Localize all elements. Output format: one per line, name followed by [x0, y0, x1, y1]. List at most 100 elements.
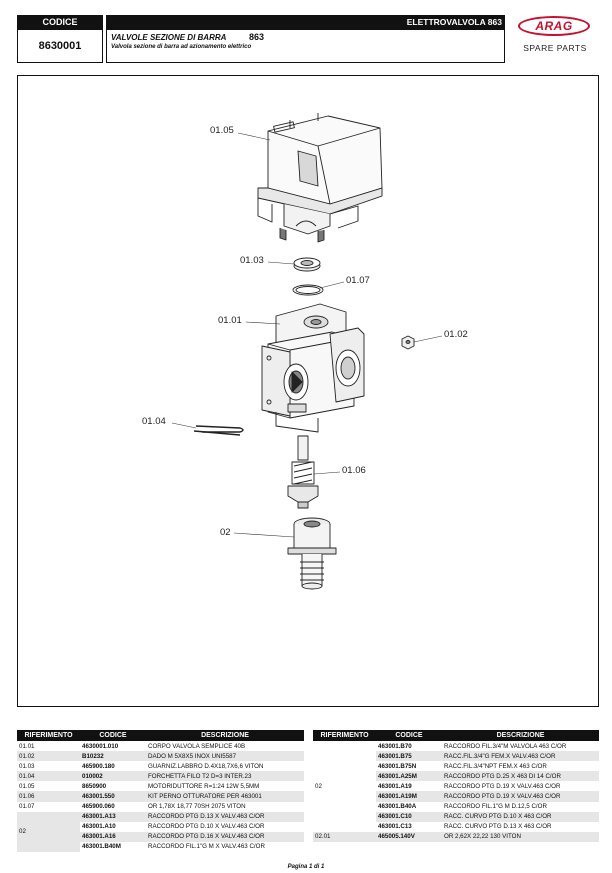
part-nut: [401, 335, 415, 350]
exploded-drawing: 01.05 01.03 01.07 01.01 01.02 01.04 01.0…: [17, 75, 599, 707]
parts-table-left: RIFERIMENTO CODICE DESCRIZIONE 01.01 463…: [17, 730, 304, 853]
table-row: 01.04 010002 FORCHETTA FILO T2 D=3 INTER…: [17, 771, 304, 782]
row-desc: CORPO VALVOLA SEMPLICE 40B: [148, 742, 246, 750]
row-code: 463001.B40A: [378, 803, 417, 811]
row-code: 463001.B75N: [378, 762, 417, 770]
page-footer: Pagina 1 di 1: [287, 864, 325, 870]
row-desc: RACC. CURVO PTG D.10 X 463 C/OR: [442, 811, 599, 822]
row-ref: 01.03: [19, 762, 35, 770]
table-row: 02 463001.A13 RACCORDO PTG D.13 X VALV.4…: [17, 811, 304, 853]
logo-oval: ARAG: [518, 16, 590, 36]
brand-name: ARAG: [535, 19, 573, 33]
table-row: 463001.B75N RACC.FIL.3/4"NPT FEM.X 463 C…: [313, 761, 599, 771]
row-ref: 01.02: [17, 751, 80, 762]
table-row: 463001.C10 RACC. CURVO PTG D.10 X 463 C/…: [313, 811, 599, 822]
callout-01-07: 01.07: [346, 275, 370, 286]
row-ref: 01.07: [19, 803, 35, 811]
part-motor-gearbox: [257, 113, 383, 243]
row-code: 463001.A19: [378, 782, 412, 790]
row-code: 463001.A10: [82, 823, 116, 831]
product-model: 863: [249, 32, 265, 42]
table-row: 01.03 465900.180 GUARNIZ.LABBRO D.4X18,7…: [17, 761, 304, 771]
row-code: 465005.140V: [376, 831, 442, 842]
row-code: 463001.B75: [376, 751, 442, 762]
row-ref: 01.04: [17, 771, 80, 782]
row-desc: RACC. CURVO PTG D.13 X 463 C/OR: [444, 823, 552, 831]
row-desc: RACCORDO PTG D.19 X VALV.463 C/OR: [442, 791, 599, 802]
col-code: CODICE: [80, 730, 146, 741]
table-row: 01.07 465900.060 OR 1,78X 18,77 70SH 207…: [17, 802, 304, 812]
row-desc: RACC.FIL.3/4"G FEM.X VALV.463 C/OR: [442, 751, 599, 762]
title-box: VALVOLE SEZIONE DI BARRA 863 Valvola sez…: [106, 29, 505, 63]
row-desc: FORCHETTA FILO T2 D=3 INTER.23: [146, 771, 304, 782]
table-row: 01.05 8650900 MOTORIDUTTORE R=1:24 12W 5…: [17, 781, 304, 791]
callout-01-05: 01.05: [210, 125, 234, 136]
category-bar: ELETTROVALVOLA 863: [106, 15, 505, 29]
row-code: 4630001.010: [82, 742, 119, 750]
product-title: VALVOLE SEZIONE DI BARRA: [111, 33, 227, 42]
row-desc: RACCORDO FIL.1"G M X VALV.463 C/OR: [148, 843, 265, 851]
table-row: 01.02 B10232 DADO M 5X8X5 INOX UNI5587: [17, 751, 304, 762]
callout-01-02: 01.02: [444, 329, 468, 340]
callout-01-04: 01.04: [142, 416, 166, 427]
row-desc: RACCORDO PTG D.13 X VALV.463 C/OR: [146, 811, 304, 822]
row-desc: DADO M 5X8X5 INOX UNI5587: [146, 751, 304, 762]
row-code: 8650900: [82, 782, 107, 790]
row-code: 463001.A13: [80, 811, 146, 822]
row-desc: MOTORIDUTTORE R=1:24 12W 5,5MM: [148, 782, 260, 790]
part-valve-body: [261, 303, 365, 433]
parts-table-right: RIFERIMENTO CODICE DESCRIZIONE 02 463001…: [313, 730, 599, 842]
row-ref: 02: [17, 811, 80, 853]
row-code: 010002: [80, 771, 146, 782]
row-desc: OR 2,62X 22,22 130 VITON: [442, 831, 599, 842]
row-desc: RACCORDO PTG D.16 X VALV.463 C/OR: [146, 831, 304, 842]
callout-01-06: 01.06: [342, 465, 366, 476]
row-ref: 01.01: [19, 742, 35, 750]
row-desc: KIT PERNO OTTURATORE PER 463001: [146, 791, 304, 802]
part-shutter-pin: [287, 435, 319, 509]
table-row: 463001.A16 RACCORDO PTG D.16 X VALV.463 …: [17, 831, 304, 842]
arag-logo: ARAG SPARE PARTS: [512, 16, 598, 60]
part-wire-fork: [193, 425, 244, 436]
callout-01-03: 01.03: [240, 255, 264, 266]
row-code: B10232: [80, 751, 146, 762]
row-ref: 02: [313, 741, 376, 832]
part-oring: [292, 284, 324, 296]
col-desc: DESCRIZIONE: [146, 730, 304, 741]
row-desc: RACCORDO PTG D.10 X VALV.463 C/OR: [148, 823, 265, 831]
row-code: 463001.A16: [80, 831, 146, 842]
row-code: 463001.B70: [378, 742, 412, 750]
row-desc: GUARNIZ.LABBRO D.4X18,7X6,6 VITON: [148, 762, 264, 770]
row-code: 465900.060: [82, 803, 115, 811]
table-row: 463001.A25M RACCORDO PTG D.25 X 463 DI 1…: [313, 771, 599, 782]
product-subtitle: Valvola sezione di barra ad azionamento …: [111, 44, 252, 50]
table-row: 02.01 465005.140V OR 2,62X 22,22 130 VIT…: [313, 831, 599, 842]
callout-01-01: 01.01: [218, 315, 242, 326]
table-row: 463001.B40A RACCORDO FIL.1"G M D.12,5 C/…: [313, 802, 599, 812]
callout-02: 02: [220, 527, 231, 538]
col-ref: RIFERIMENTO: [313, 730, 376, 741]
row-code: 463001.A25M: [376, 771, 442, 782]
col-ref: RIFERIMENTO: [17, 730, 80, 741]
table-row: 463001.A10 RACCORDO PTG D.10 X VALV.463 …: [17, 822, 304, 832]
table-row: 463001.A19 RACCORDO PTG D.19 X VALV.463 …: [313, 781, 599, 791]
part-fitting: [287, 517, 337, 590]
row-code: 463001.B40M: [82, 843, 121, 851]
table-row: 02 463001.B70 RACCORDO FIL.3/4"M VALVOLA…: [313, 741, 599, 832]
row-ref: 02.01: [313, 831, 376, 842]
table-row: 463001.C13 RACC. CURVO PTG D.13 X 463 C/…: [313, 822, 599, 832]
row-desc: OR 1,78X 18,77 70SH 2075 VITON: [148, 803, 246, 811]
drawing-svg: [171, 113, 443, 590]
code-label: CODICE: [17, 15, 103, 29]
table-row: 463001.A19M RACCORDO PTG D.19 X VALV.463…: [313, 791, 599, 802]
table-row: 463001.B40M RACCORDO FIL.1"G M X VALV.46…: [17, 842, 304, 852]
row-desc: RACC.FIL.3/4"NPT FEM.X 463 C/OR: [444, 762, 547, 770]
row-desc: RACCORDO FIL.3/4"M VALVOLA 463 C/OR: [444, 742, 567, 750]
code-value: 8630001: [17, 29, 103, 63]
row-desc: RACCORDO PTG D.19 X VALV.463 C/OR: [444, 782, 561, 790]
table-row: 01.01 4630001.010 CORPO VALVOLA SEMPLICE…: [17, 741, 304, 751]
leader-lines: [171, 132, 443, 538]
brand-tagline: SPARE PARTS: [523, 43, 587, 53]
row-ref: 01.05: [19, 782, 35, 790]
row-code: 463001.C10: [376, 811, 442, 822]
